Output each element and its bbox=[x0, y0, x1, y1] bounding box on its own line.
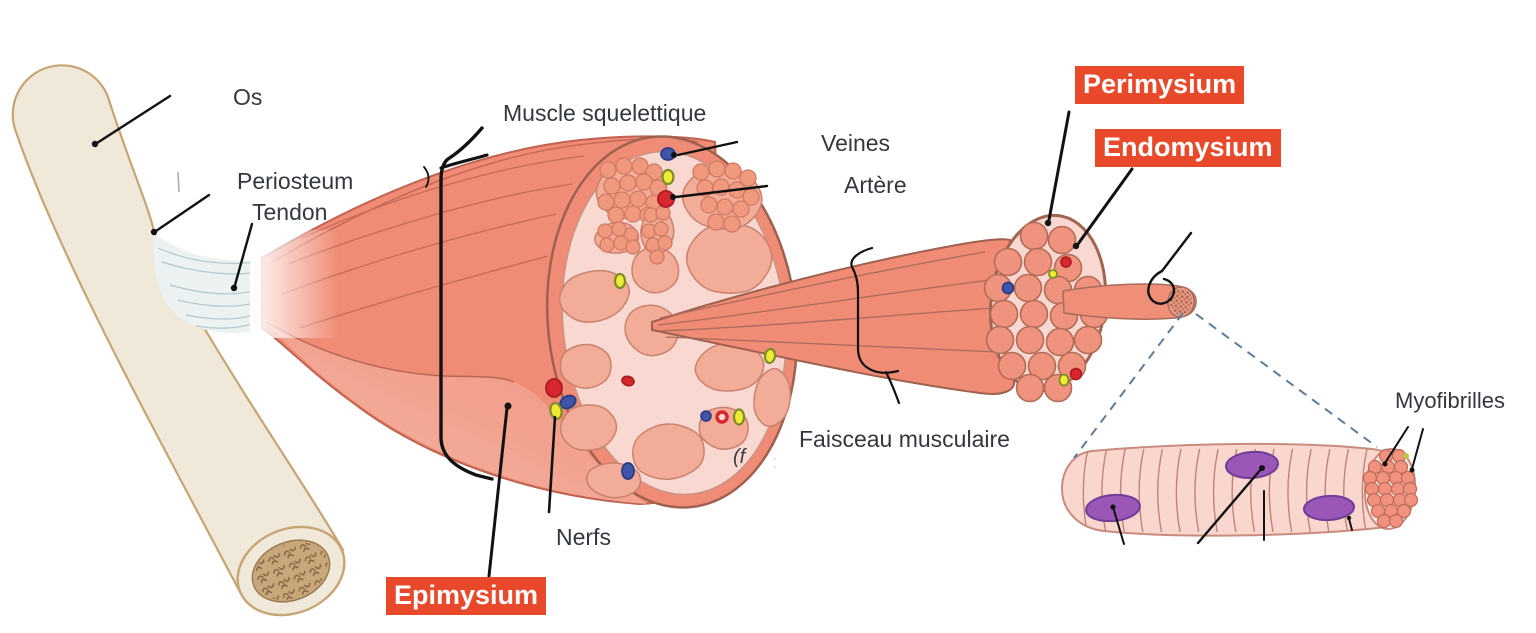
myofibrilles-pointer-line-1 bbox=[1384, 426, 1409, 464]
nerve-dot bbox=[613, 272, 627, 290]
epimysium-pointer-dot bbox=[504, 402, 512, 410]
label-chip-perimysium[interactable]: Perimysium bbox=[1075, 66, 1245, 105]
annotation-lines bbox=[91, 94, 1424, 578]
nerve-dot bbox=[1058, 373, 1070, 387]
tendon-muscle-fade bbox=[250, 230, 338, 338]
artery-dot bbox=[621, 375, 635, 387]
endomysium-pointer-dot bbox=[1072, 242, 1080, 250]
artery-ring-dot bbox=[715, 410, 729, 424]
vein-dot bbox=[559, 394, 577, 410]
stray-tick-mark bbox=[177, 171, 180, 193]
nerfs-pointer-line bbox=[547, 415, 557, 514]
nucleus-pointer-line-2 bbox=[1196, 466, 1264, 545]
fiber-clusters bbox=[594, 157, 763, 265]
label-os: Os bbox=[233, 84, 263, 110]
nerve-dot bbox=[763, 347, 777, 365]
perimysium-pointer-dot bbox=[1044, 219, 1052, 227]
artere-pointer-dot bbox=[670, 194, 676, 200]
veines-pointer-dot bbox=[671, 152, 677, 158]
single-muscle-fiber bbox=[1062, 283, 1197, 320]
tendon-pointer-dot bbox=[230, 284, 238, 292]
enlarged-muscle-fiber bbox=[1060, 442, 1419, 537]
label-muscle-squelettique: Muscle squelettique bbox=[503, 100, 707, 126]
faisceau-bracket bbox=[850, 246, 901, 405]
nerve-speck bbox=[1403, 453, 1409, 459]
label-periosteum: Periosteum bbox=[237, 168, 354, 194]
nerve-dot bbox=[1048, 269, 1058, 279]
artere-pointer-line bbox=[674, 184, 769, 199]
periosteum-pointer-dot bbox=[150, 228, 158, 236]
label-nerfs: Nerfs bbox=[556, 524, 611, 550]
label-artere: Artère bbox=[844, 172, 907, 198]
os-pointer-line bbox=[95, 94, 172, 145]
label-tendon: Tendon bbox=[252, 199, 328, 225]
artery-dot bbox=[1060, 256, 1072, 268]
fiber-pointer-tick bbox=[1348, 518, 1353, 531]
fascicle-streaks bbox=[657, 251, 999, 353]
nucleus bbox=[1303, 494, 1355, 522]
faded-mark: : bbox=[772, 452, 778, 472]
nerve-dot bbox=[549, 401, 563, 421]
muscle-bracket-tick bbox=[439, 153, 489, 170]
veines-pointer-line bbox=[676, 140, 739, 157]
label-myofibrilles: Myofibrilles bbox=[1395, 388, 1506, 413]
vein-dot bbox=[700, 410, 712, 422]
dashed-line-right bbox=[1195, 313, 1378, 448]
label-chip-endomysium[interactable]: Endomysium bbox=[1095, 129, 1281, 168]
fiber-hook-pointer bbox=[1147, 231, 1193, 305]
label-chip-epimysium[interactable]: Epimysium bbox=[386, 577, 547, 616]
nerve-dot bbox=[732, 408, 746, 426]
endomysium-pointer-line bbox=[1076, 167, 1134, 246]
dashed-line-left bbox=[1073, 312, 1184, 459]
artery-dot bbox=[1069, 367, 1083, 381]
perimysium-pointer-line bbox=[1047, 110, 1071, 222]
stray-text-fragment: (f bbox=[733, 446, 746, 468]
bone-illustration bbox=[11, 64, 346, 617]
label-veines: Veines bbox=[821, 130, 891, 156]
magnification-dashed-lines bbox=[1073, 312, 1378, 459]
stray-parenthesis-mark bbox=[423, 166, 430, 188]
tendon-illustration bbox=[153, 233, 263, 334]
tendon-pointer-line bbox=[233, 222, 254, 287]
vessel-nerve-dots bbox=[545, 147, 1083, 480]
nucleus-pointer-line-1 bbox=[1112, 506, 1125, 545]
label-faisceau-musculaire: Faisceau musculaire bbox=[799, 426, 1010, 452]
epimysium-pointer-line bbox=[487, 406, 509, 578]
nerve-dot bbox=[661, 168, 675, 186]
os-pointer-dot bbox=[91, 140, 99, 148]
artery-dot bbox=[545, 378, 563, 398]
myofibrilles-pointer-line-2 bbox=[1411, 428, 1424, 470]
muscle-bracket bbox=[439, 126, 494, 481]
periosteum-pointer-line bbox=[154, 193, 211, 233]
vein-dot bbox=[1001, 281, 1015, 295]
vein-dot bbox=[621, 462, 635, 480]
